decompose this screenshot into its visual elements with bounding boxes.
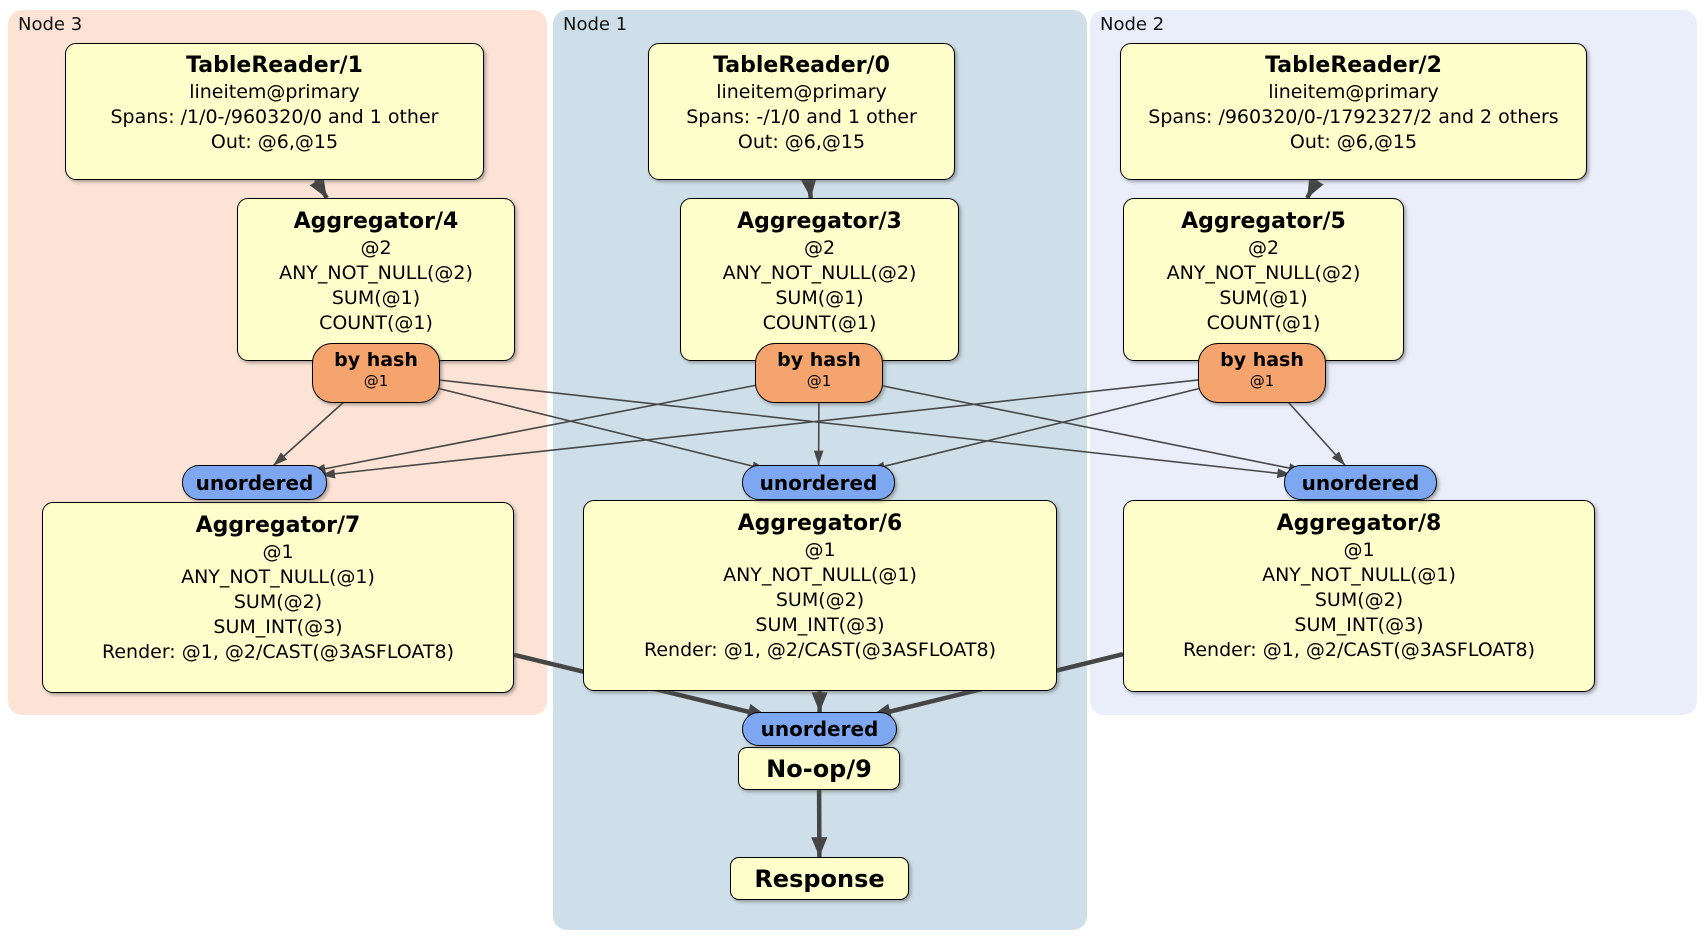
box-title: TableReader/0 bbox=[713, 53, 890, 78]
box-title: Aggregator/8 bbox=[1276, 511, 1442, 536]
box-line: Render: @1, @2/CAST(@3ASFLOAT8) bbox=[102, 641, 454, 663]
box-line: Render: @1, @2/CAST(@3ASFLOAT8) bbox=[644, 639, 996, 661]
plan-edge bbox=[309, 176, 329, 200]
hash-router-3: by hash @1 bbox=[755, 343, 883, 403]
unordered-label: unordered bbox=[760, 717, 879, 741]
aggregator-4-box: Aggregator/4 @2 ANY_NOT_NULL(@2) SUM(@1)… bbox=[237, 198, 515, 361]
box-line: COUNT(@1) bbox=[762, 312, 877, 334]
hash-router-label: by hash bbox=[334, 349, 418, 371]
unordered-sync-7: unordered bbox=[182, 465, 327, 500]
box-line: ANY_NOT_NULL(@2) bbox=[279, 262, 473, 284]
box-line: SUM(@1) bbox=[775, 287, 864, 309]
box-line: ANY_NOT_NULL(@1) bbox=[723, 564, 917, 586]
box-line: lineitem@primary bbox=[1268, 81, 1439, 103]
hash-router-4: by hash @1 bbox=[312, 343, 440, 403]
aggregator-3-box: Aggregator/3 @2 ANY_NOT_NULL(@2) SUM(@1)… bbox=[680, 198, 959, 361]
unordered-sync-6: unordered bbox=[742, 465, 895, 500]
box-title: Aggregator/7 bbox=[195, 513, 361, 538]
box-line: SUM_INT(@3) bbox=[213, 616, 343, 638]
box-line: lineitem@primary bbox=[716, 81, 887, 103]
box-title: Aggregator/3 bbox=[737, 209, 902, 234]
box-line: SUM(@1) bbox=[331, 287, 421, 309]
box-title: Aggregator/4 bbox=[293, 209, 459, 234]
box-line: @2 bbox=[360, 237, 392, 259]
box-line: Out: @6,@15 bbox=[1289, 131, 1418, 153]
box-line: ANY_NOT_NULL(@1) bbox=[181, 566, 375, 588]
node2-label: Node 2 bbox=[1100, 14, 1165, 35]
box-line: SUM(@2) bbox=[1314, 589, 1404, 611]
aggregator-5-box: Aggregator/5 @2 ANY_NOT_NULL(@2) SUM(@1)… bbox=[1123, 198, 1404, 361]
hash-router-label: by hash bbox=[1220, 349, 1304, 371]
unordered-label: unordered bbox=[195, 470, 314, 495]
plan-edge bbox=[1286, 400, 1346, 466]
hash-router-key: @1 bbox=[1249, 372, 1275, 390]
plan-edge bbox=[877, 384, 1304, 473]
box-line: @1 bbox=[804, 539, 836, 561]
box-line: Out: @6,@15 bbox=[737, 131, 866, 153]
box-line: ANY_NOT_NULL(@2) bbox=[1166, 262, 1361, 284]
box-line: SUM(@2) bbox=[775, 589, 865, 611]
hash-router-key: @1 bbox=[363, 372, 389, 390]
box-title: Aggregator/6 bbox=[737, 511, 903, 536]
plan-edge bbox=[438, 379, 1292, 478]
hash-router-label: by hash bbox=[777, 349, 861, 371]
box-line: @1 bbox=[1343, 539, 1375, 561]
tablereader-0-box: TableReader/0 lineitem@primary Spans: -/… bbox=[648, 43, 955, 180]
box-line: Spans: /960320/0-/1792327/2 and 2 others bbox=[1148, 106, 1559, 128]
box-line: COUNT(@1) bbox=[1206, 312, 1321, 334]
box-line: @2 bbox=[803, 237, 836, 259]
box-line: @2 bbox=[1247, 237, 1280, 259]
unordered-sync-final: unordered bbox=[742, 712, 897, 746]
unordered-label: unordered bbox=[1301, 470, 1420, 495]
noop-9-box: No-op/9 bbox=[738, 747, 900, 790]
box-line: SUM_INT(@3) bbox=[1294, 614, 1424, 636]
unordered-label: unordered bbox=[759, 470, 878, 495]
node3-label: Node 3 bbox=[18, 14, 83, 35]
box-line: Out: @6,@15 bbox=[210, 131, 339, 153]
response-box: Response bbox=[730, 857, 909, 900]
box-title: No-op/9 bbox=[766, 754, 872, 783]
box-line: Render: @1, @2/CAST(@3ASFLOAT8) bbox=[1183, 639, 1535, 661]
plan-edge bbox=[1305, 176, 1324, 200]
plan-edge bbox=[800, 177, 817, 199]
plan-edge bbox=[432, 386, 767, 471]
box-title: Response bbox=[754, 864, 885, 893]
tablereader-2-box: TableReader/2 lineitem@primary Spans: /9… bbox=[1120, 43, 1587, 180]
box-title: Aggregator/5 bbox=[1181, 209, 1346, 234]
box-line: SUM(@1) bbox=[1219, 287, 1308, 309]
node1-label: Node 1 bbox=[563, 14, 628, 35]
box-line: Spans: -/1/0 and 1 other bbox=[686, 106, 917, 128]
plan-edge bbox=[320, 379, 1200, 479]
box-line: lineitem@primary bbox=[189, 81, 360, 103]
box-line: COUNT(@1) bbox=[319, 312, 433, 334]
box-line: ANY_NOT_NULL(@1) bbox=[1262, 564, 1456, 586]
box-title: TableReader/1 bbox=[186, 53, 363, 78]
hash-router-5: by hash @1 bbox=[1198, 343, 1326, 403]
aggregator-8-box: Aggregator/8 @1 ANY_NOT_NULL(@1) SUM(@2)… bbox=[1123, 500, 1595, 692]
box-line: ANY_NOT_NULL(@2) bbox=[722, 262, 917, 284]
unordered-sync-8: unordered bbox=[1284, 465, 1437, 500]
aggregator-6-box: Aggregator/6 @1 ANY_NOT_NULL(@1) SUM(@2)… bbox=[583, 500, 1057, 691]
box-title: TableReader/2 bbox=[1265, 53, 1442, 78]
plan-edge bbox=[310, 383, 761, 474]
box-line: Spans: /1/0-/960320/0 and 1 other bbox=[110, 106, 439, 128]
plan-edge bbox=[870, 386, 1206, 471]
box-line: SUM_INT(@3) bbox=[755, 614, 885, 636]
tablereader-1-box: TableReader/1 lineitem@primary Spans: /1… bbox=[65, 43, 484, 180]
box-line: @1 bbox=[262, 541, 294, 563]
aggregator-7-box: Aggregator/7 @1 ANY_NOT_NULL(@1) SUM(@2)… bbox=[42, 502, 514, 693]
hash-router-key: @1 bbox=[806, 372, 832, 390]
box-line: SUM(@2) bbox=[233, 591, 323, 613]
plan-edge bbox=[272, 399, 348, 467]
